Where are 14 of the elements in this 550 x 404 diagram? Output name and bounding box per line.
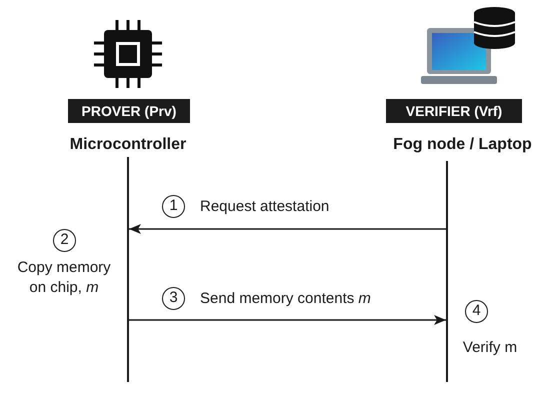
lifeline [127,157,129,382]
step-number: 1 [162,195,185,218]
participant-name: Microcontroller [68,135,188,155]
step-description: Verify m [462,338,518,358]
participant-label: VERIFIER (Vrf) [386,99,522,123]
step-number: 4 [465,300,488,323]
lifeline [446,161,448,382]
step-number: 3 [162,287,185,310]
participant-label: PROVER (Prv) [68,99,190,123]
participant-name: Fog node / Laptop [392,135,533,155]
arrow [129,224,446,234]
step-number: 2 [53,229,76,252]
step-description: Copy memory on chip, m [16,258,112,298]
arrow [129,315,446,325]
